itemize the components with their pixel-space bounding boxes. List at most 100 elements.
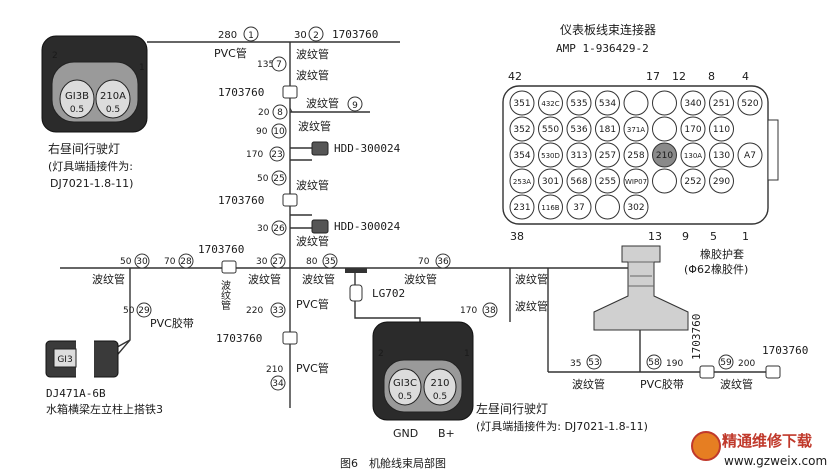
seg-25-bowen: 波纹管 xyxy=(296,178,329,192)
seg-27-len: 30 xyxy=(256,257,268,267)
ground-desc: 水箱横梁左立柱上搭铁3 xyxy=(46,402,163,416)
seg-38: 170 38 xyxy=(460,302,498,318)
connector-cell-label: 170 xyxy=(684,125,701,135)
seg-23-len: 170 xyxy=(246,150,263,160)
seg-trunk-bowen: 波纹管 xyxy=(515,272,548,286)
connector-cell xyxy=(652,116,677,142)
seg-29-pvcband: PVC胶带 xyxy=(150,316,194,330)
right-lamp: GI3B 0.5 210A 0.5 2 1 右昼间行驶灯 (灯具端插接件为: D… xyxy=(41,35,148,190)
watermark: 精通维修下载 www.gzweix.com xyxy=(691,431,827,468)
connector-cell-label: 181 xyxy=(599,125,616,135)
connector-n42: 42 xyxy=(508,70,522,83)
clip-1-part: 1703760 xyxy=(218,86,264,99)
connector-cell xyxy=(623,142,649,168)
seg-10: 90 10 波纹管 xyxy=(256,119,331,139)
connector-n1: 1 xyxy=(742,230,749,243)
ground-terminal: GI3 DJ471A-6B 水箱横梁左立柱上搭铁3 xyxy=(45,336,163,416)
connector-n17: 17 xyxy=(646,70,660,83)
clip-4: 1703760 xyxy=(216,331,298,345)
seg-36: 70 36 波纹管 xyxy=(404,253,451,286)
seg-26: 30 26 波纹管 xyxy=(257,220,329,248)
left-lamp-label2: (灯具端插接件为: DJ7021-1.8-11) xyxy=(476,419,648,433)
connector-cell xyxy=(595,194,620,220)
connector-cell xyxy=(680,142,706,168)
seg-35: 80 35 波纹管 xyxy=(302,253,338,286)
connector-part: AMP 1-936429-2 xyxy=(556,42,649,55)
connector-cell-label: 301 xyxy=(542,177,559,187)
figure-caption: 图6 机舱线束局部图 xyxy=(340,456,446,470)
connector-n12: 12 xyxy=(672,70,686,83)
seg-30-len: 50 xyxy=(120,257,132,267)
seg-28-len: 70 xyxy=(164,257,176,267)
connector-title: 仪表板线束连接器 xyxy=(560,22,656,37)
connector-cell xyxy=(623,90,649,116)
seg-35-id: 35 xyxy=(324,257,335,267)
seg-29-id: 29 xyxy=(138,306,150,316)
seg-36-bowen: 波纹管 xyxy=(404,272,437,286)
seg-38-len: 170 xyxy=(460,306,477,316)
connector-cell-label: WIP07 xyxy=(625,178,647,186)
hdd-2-part: HDD-300024 xyxy=(334,220,401,233)
connector-cell-label: 550 xyxy=(542,125,559,135)
connector-cell-label: 252 xyxy=(684,177,701,187)
connector-cell-label: A7 xyxy=(744,151,756,161)
boot-label: 橡胶护套 xyxy=(700,247,744,261)
connector-cell-label: 231 xyxy=(513,203,530,213)
seg-33-pvc: PVC管 xyxy=(296,297,329,311)
connector-cell xyxy=(680,90,706,116)
seg-34-pvc: PVC管 xyxy=(296,361,329,375)
connector-cell xyxy=(538,168,563,194)
seg-1-pvc: PVC管 xyxy=(214,46,247,60)
connector-cell-label: 37 xyxy=(573,203,584,213)
seg-53: 35 53 波纹管 xyxy=(570,354,605,391)
connector-cell xyxy=(709,116,734,142)
connector-cell-label: 130A xyxy=(684,152,702,160)
connector-cell-label: 257 xyxy=(599,151,616,161)
clip-3-part: 1703760 xyxy=(198,243,244,256)
connector-cell-label: 568 xyxy=(570,177,587,187)
connector-cell-label: 255 xyxy=(599,177,616,187)
seg-10-len: 90 xyxy=(256,127,268,137)
seg-27-id: 27 xyxy=(272,257,283,267)
seg-35-len: 80 xyxy=(306,257,318,267)
clip-3-bowen: 波纹管 xyxy=(219,279,231,311)
seg-7-id: 7 xyxy=(276,60,282,70)
connector-cell xyxy=(709,168,734,194)
connector-cell-label: 130 xyxy=(713,151,730,161)
connector-cell xyxy=(652,142,677,168)
connector-cell-label: 351 xyxy=(513,99,530,109)
left-lamp-pin-a: GI3C xyxy=(393,378,417,389)
connector-n4: 4 xyxy=(742,70,749,83)
seg-30-id: 30 xyxy=(136,257,148,267)
clip-2: 1703760 xyxy=(218,193,298,207)
connector-cell xyxy=(680,168,706,194)
connector-cell-label: 534 xyxy=(599,99,616,109)
left-lamp-bplus: B+ xyxy=(438,427,455,440)
connector-n38: 38 xyxy=(510,230,524,243)
connector-cell xyxy=(566,194,592,220)
right-lamp-num1: 1 xyxy=(139,63,145,73)
connector-cell-label: 352 xyxy=(513,125,530,135)
lg702: LG702 xyxy=(345,268,405,302)
connector-n8: 8 xyxy=(708,70,715,83)
left-lamp-pin-a-sub: 0.5 xyxy=(398,392,412,402)
connector-cell-label: 253A xyxy=(513,178,531,186)
seg-26-id: 26 xyxy=(273,224,285,234)
ground-pin: GI3 xyxy=(57,355,72,365)
seg-58-len: 190 xyxy=(666,359,683,369)
seg-30: 50 30 波纹管 xyxy=(92,253,150,286)
seg-28: 70 28 xyxy=(164,253,194,269)
connector-cell-label: 371A xyxy=(627,126,645,134)
seg-2: 30 2 1703760 波纹管 xyxy=(294,26,378,61)
connector-cell xyxy=(566,90,592,116)
right-lamp-pin-b: 210A xyxy=(100,91,126,102)
seg-58-id: 58 xyxy=(648,358,660,368)
connector-cell xyxy=(509,194,535,220)
connector-cell xyxy=(652,90,677,116)
connector-cell xyxy=(737,90,763,116)
lg702-part: LG702 xyxy=(372,287,405,300)
seg-59: 59 200 波纹管 1703760 xyxy=(718,344,808,391)
seg-30-bowen: 波纹管 xyxy=(92,272,125,286)
seg-7: 135 7 波纹管 xyxy=(257,56,329,82)
hdd-1-part: HDD-300024 xyxy=(334,142,401,155)
